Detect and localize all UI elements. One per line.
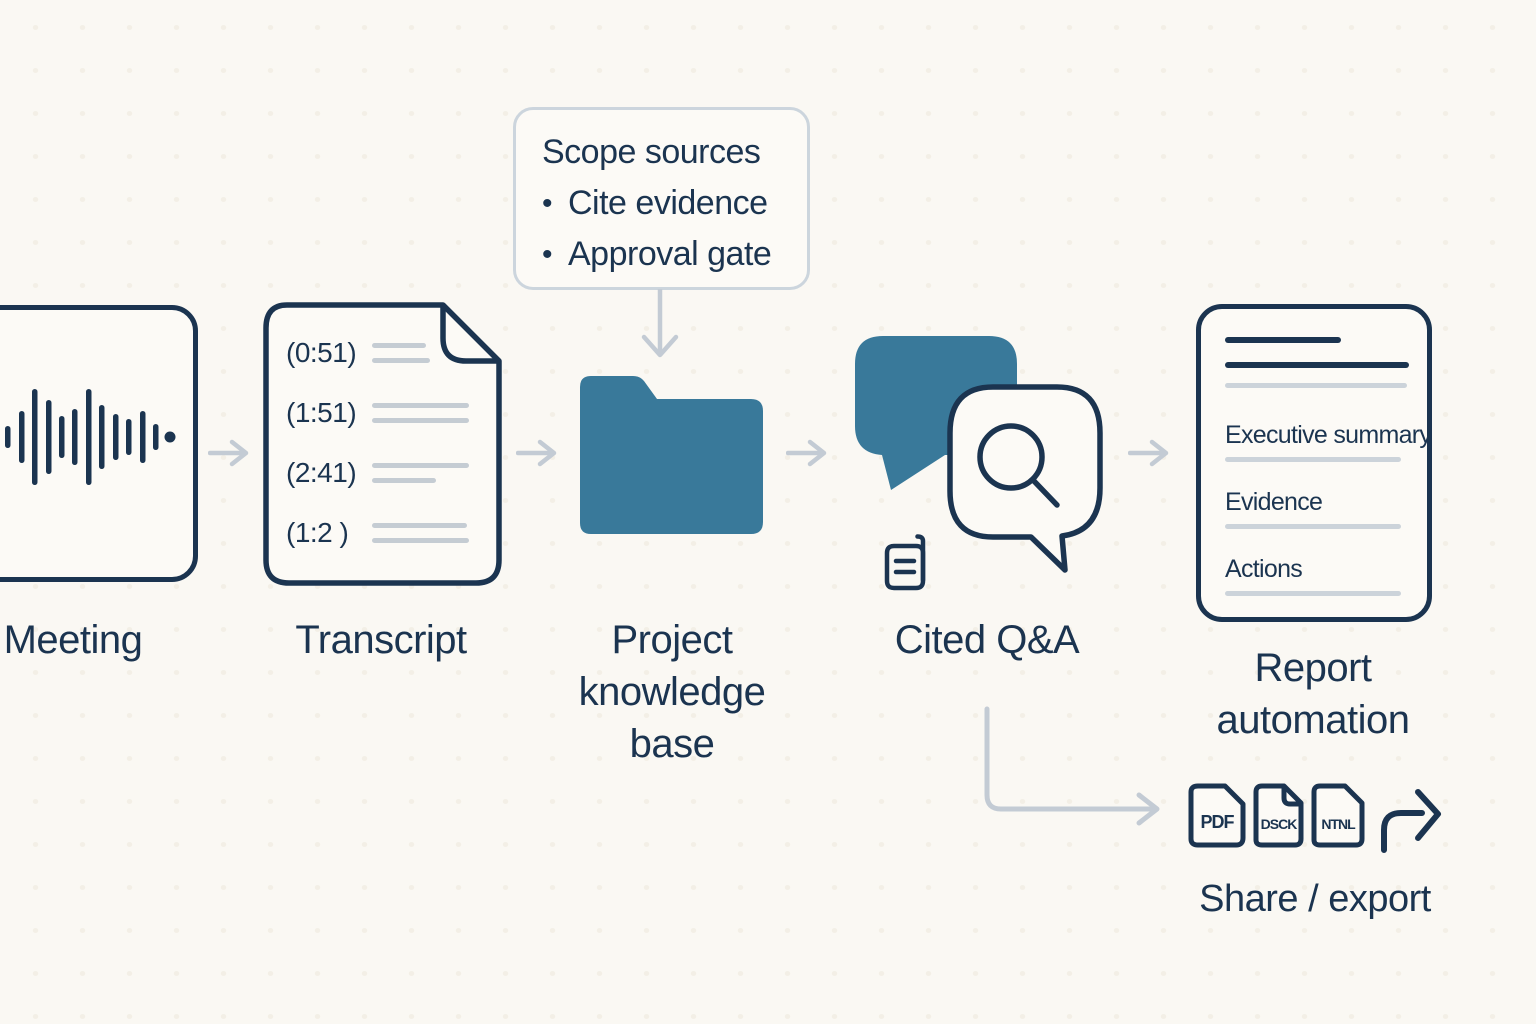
chat-bubble-search-icon — [947, 384, 1103, 573]
dsck-label: DSCK — [1261, 816, 1298, 832]
bullet: • — [542, 186, 553, 220]
section-underline — [1225, 457, 1401, 462]
ntnl-label: NTNL — [1321, 816, 1356, 832]
report-section: Evidence — [1225, 488, 1323, 516]
callout-title: Scope sources — [542, 133, 761, 171]
flow-arrow-icon — [786, 439, 827, 467]
transcript-row: (0:51) — [286, 335, 430, 371]
flow-arrow-icon — [516, 439, 557, 467]
report-document-icon: Executive summary Evidence Actions — [1196, 304, 1432, 622]
timestamp: (1:2 ) — [286, 517, 349, 548]
knowledge-base-label: Project knowledge base — [578, 618, 766, 766]
waveform-icon — [5, 389, 176, 485]
timestamp: (2:41) — [286, 457, 357, 488]
transcript-row: (1:51) — [286, 395, 469, 431]
report-section: Actions — [1225, 555, 1303, 583]
text-lines — [372, 463, 469, 483]
document-dogear-icon — [263, 302, 502, 586]
title-line — [1225, 362, 1409, 368]
pdf-label: PDF — [1201, 812, 1235, 832]
folder-icon — [580, 376, 763, 534]
timestamp: (0:51) — [286, 337, 357, 368]
share-arrow-icon — [1381, 789, 1441, 853]
meeting-label: Meeting — [3, 618, 143, 662]
flow-arrow-icon — [208, 439, 249, 467]
callout-down-arrow-icon — [641, 289, 679, 358]
timestamp: (1:51) — [286, 397, 357, 428]
report-label: Report automation — [1216, 646, 1410, 742]
magnifier-icon — [977, 423, 1060, 508]
citation-note-icon — [884, 534, 926, 591]
ntnl-file-icon: NTNL — [1311, 783, 1365, 848]
pdf-file-icon: PDF — [1188, 783, 1246, 848]
transcript-row: (2:41) — [286, 455, 469, 491]
callout-item: • Cite evidence — [542, 184, 768, 222]
transcript-label: Transcript — [295, 618, 467, 662]
text-lines — [372, 523, 469, 543]
section-underline — [1225, 524, 1401, 529]
bullet: • — [542, 237, 553, 271]
title-line — [1225, 337, 1341, 343]
flow-arrow-icon — [1128, 439, 1169, 467]
transcript-row: (1:2 ) — [286, 515, 469, 551]
cited-qa-label: Cited Q&A — [894, 618, 1080, 662]
report-section: Executive summary — [1225, 421, 1432, 449]
dsck-file-icon: DSCK — [1253, 783, 1304, 848]
text-lines — [372, 343, 430, 363]
callout-item: • Approval gate — [542, 235, 772, 273]
callout-box: Scope sources • Cite evidence • Approval… — [513, 107, 810, 290]
text-lines — [372, 403, 469, 423]
elbow-connector-arrow-icon — [984, 706, 1160, 826]
share-export-label: Share / export — [1199, 878, 1431, 920]
text-line — [1225, 383, 1407, 388]
section-underline — [1225, 591, 1401, 596]
